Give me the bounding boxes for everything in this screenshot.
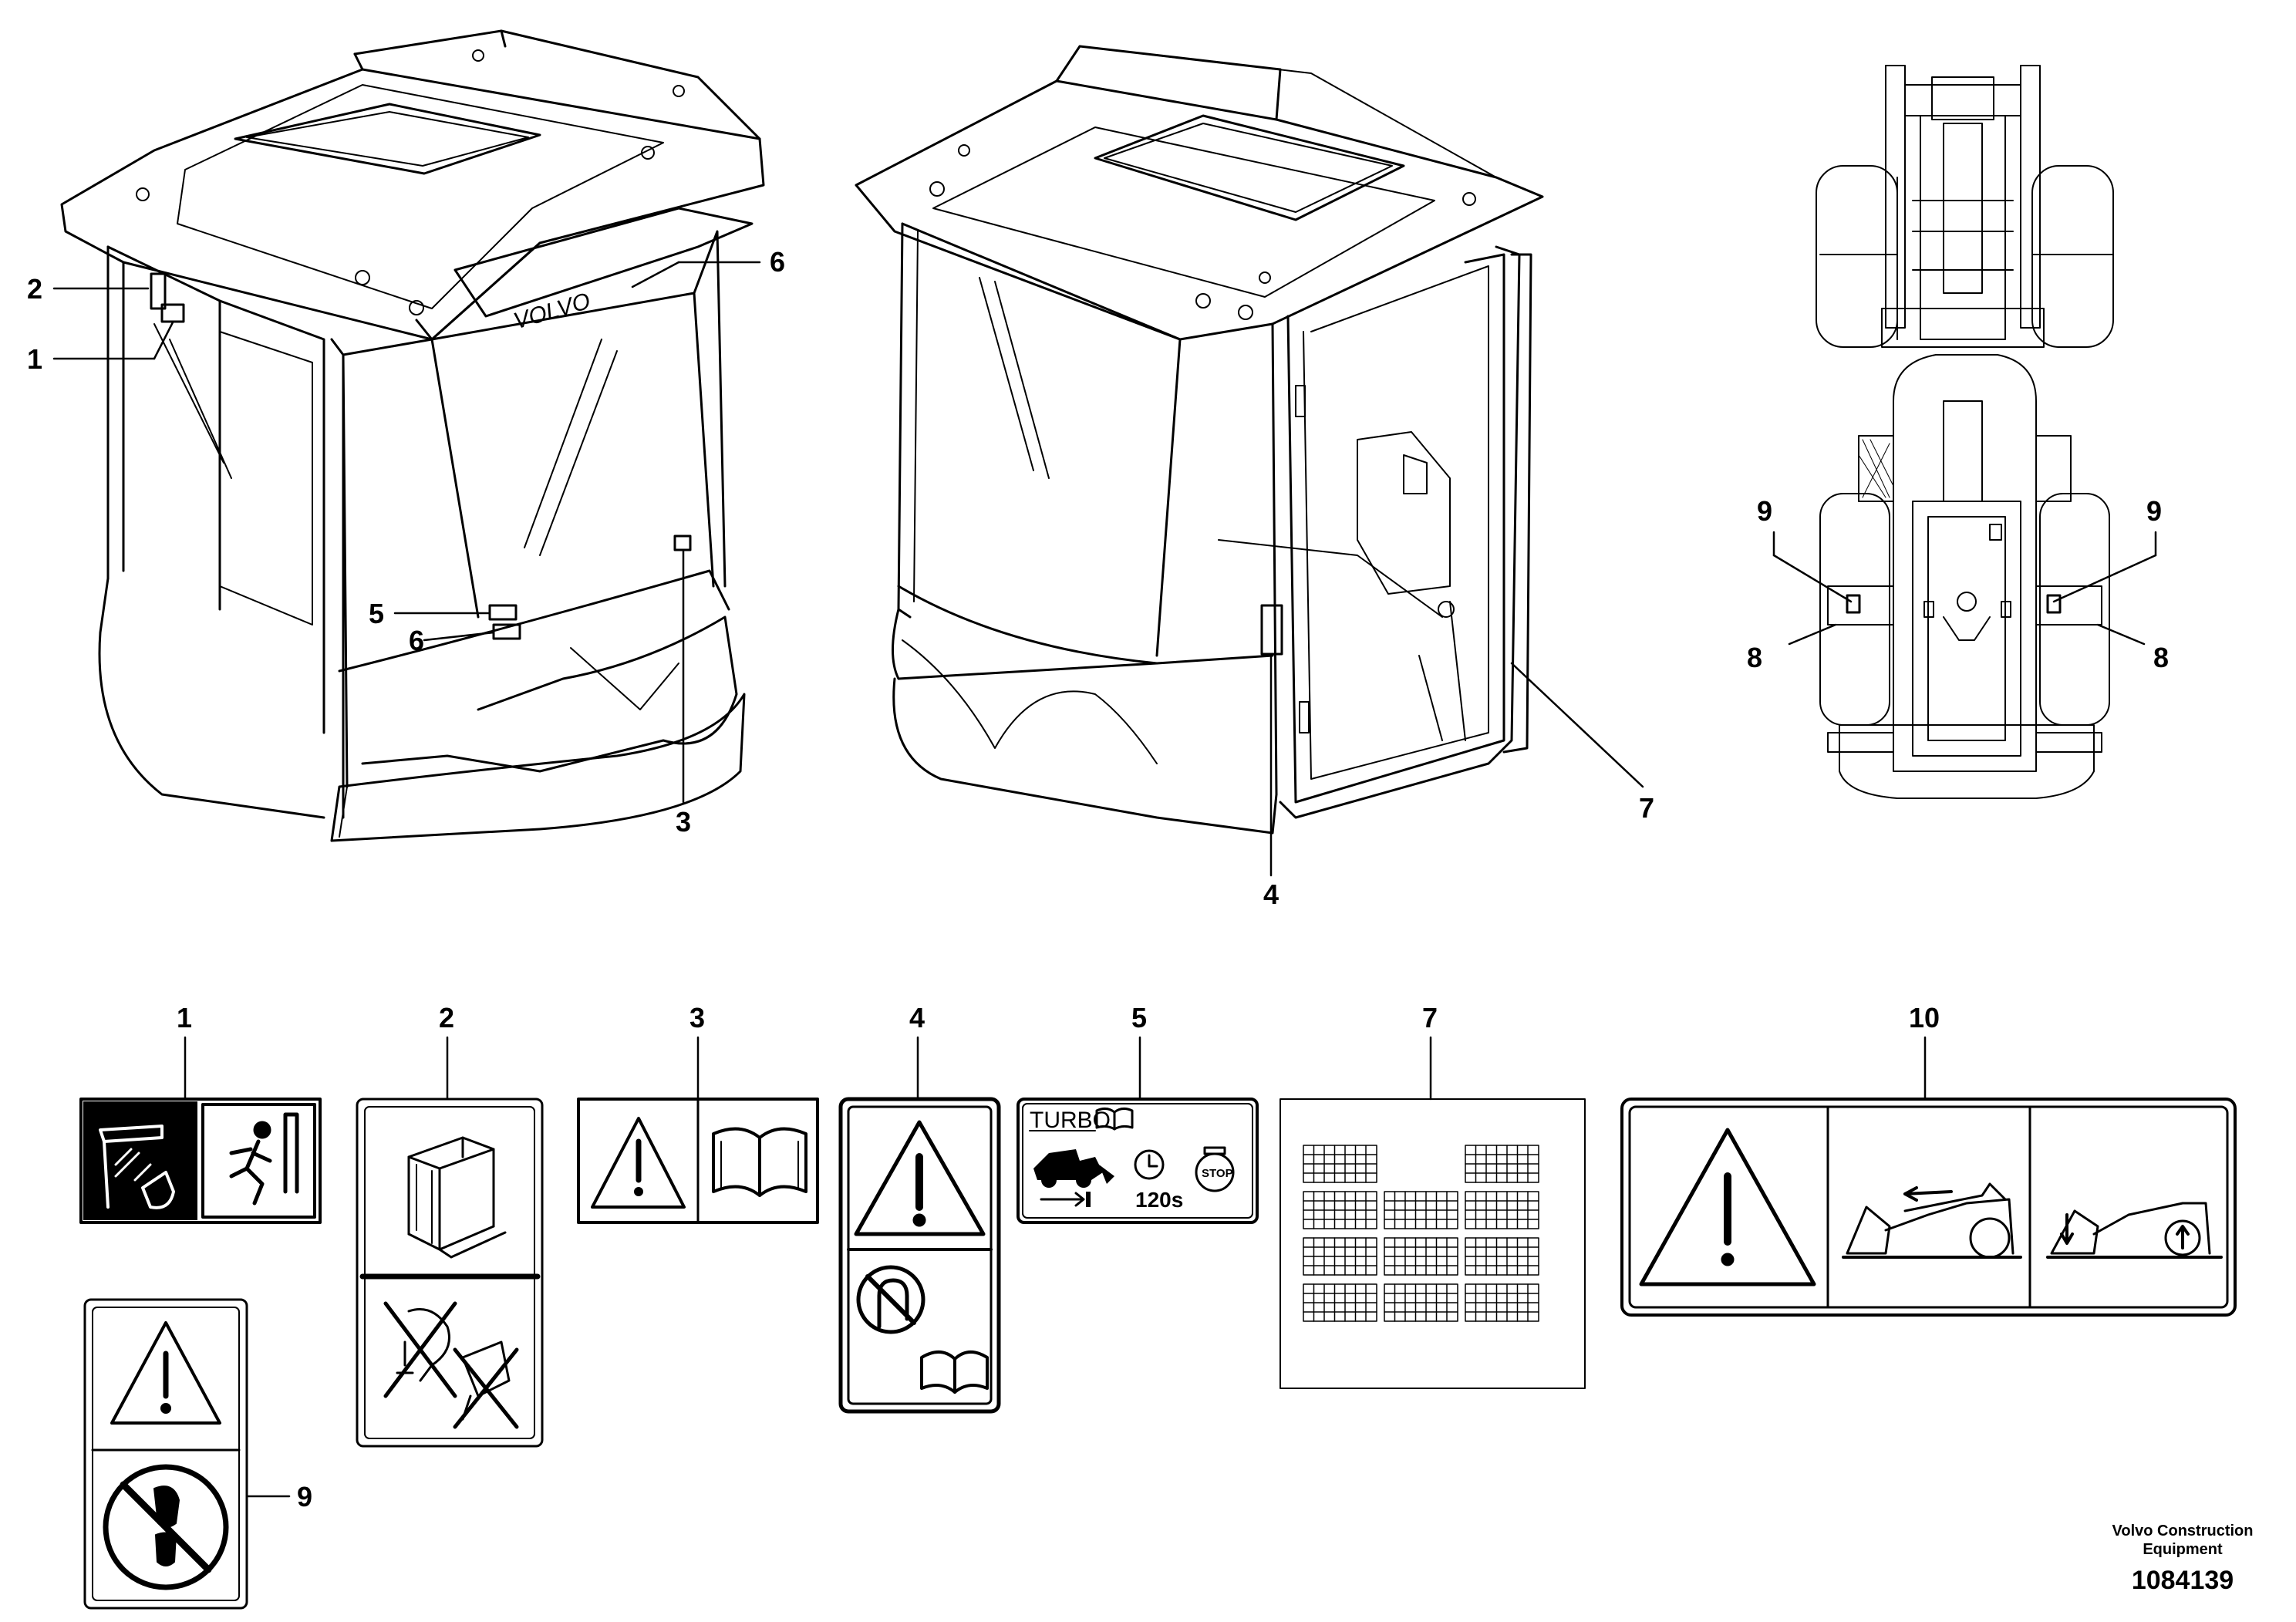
warning-triangle-icon: [110, 1321, 221, 1425]
fender-right: [2035, 585, 2102, 626]
label-table: [1303, 1191, 1377, 1229]
bucket-roll-back-icon: [1842, 1182, 2022, 1259]
decal5-turbo-label: TURBO: [1030, 1108, 1111, 1133]
callout-2: 2: [27, 273, 42, 305]
callout-1-bottom: 1: [177, 1002, 192, 1034]
footer-drawing-number: 1084139: [2131, 1566, 2234, 1595]
decal5-time-label: 120s: [1135, 1188, 1183, 1212]
fender-left: [1827, 585, 1894, 626]
decal5-stop-label: STOP: [1202, 1167, 1233, 1180]
label-table: [1465, 1191, 1539, 1229]
callout-8-left: 8: [1747, 642, 1762, 673]
no-step-icon: [103, 1464, 229, 1590]
footer-company: Volvo Construction Equipment: [2112, 1523, 2254, 1558]
decal-marker-2: [150, 272, 167, 310]
manual-book-icon: [920, 1351, 989, 1394]
decal-9: [83, 1298, 248, 1610]
bucket-lower-icon: [2046, 1202, 2223, 1259]
decal-4: [838, 1097, 1001, 1414]
no-drilling-icon: [453, 1340, 519, 1429]
label-table: [1384, 1237, 1458, 1276]
decal-3: [577, 1098, 819, 1224]
cab-front-view: VOLVO: [60, 29, 765, 842]
decal-marker-5: [488, 604, 518, 621]
callout-6: 6: [770, 246, 785, 278]
warning-triangle-icon: [854, 1120, 986, 1236]
label-table: [1465, 1237, 1539, 1276]
leader-lines: [52, 261, 2157, 1498]
decal-marker-4: [1260, 604, 1283, 656]
callout-7: 7: [1639, 792, 1654, 824]
callout-2-bottom: 2: [439, 1002, 454, 1034]
manual-book-icon: [1095, 1107, 1134, 1131]
callout-10-bottom: 10: [1909, 1002, 1940, 1034]
callout-4-bottom: 4: [909, 1002, 925, 1034]
callout-9-bottom: 9: [297, 1481, 312, 1512]
callout-5-bottom: 5: [1131, 1002, 1147, 1034]
callout-7-bottom: 7: [1422, 1002, 1438, 1034]
rops-frame-icon: [407, 1136, 507, 1259]
warning-triangle-icon: [1639, 1128, 1816, 1286]
machine-top-view: [1816, 65, 2114, 799]
decal-10: [1620, 1098, 2237, 1317]
label-table: [1303, 1145, 1377, 1183]
warning-triangle-icon: [591, 1117, 686, 1209]
label-table: [1303, 1283, 1377, 1322]
decal-2: [356, 1098, 544, 1448]
no-welding-icon: [383, 1301, 457, 1398]
callout-5: 5: [369, 598, 384, 629]
decal-5: TURBO 120s STOP: [1017, 1098, 1259, 1224]
clock-icon: [1134, 1149, 1165, 1180]
manual-book-icon: [712, 1127, 807, 1197]
label-table: [1384, 1283, 1458, 1322]
callout-4: 4: [1263, 878, 1279, 910]
roof-bolts: [136, 49, 685, 315]
label-table: [1384, 1191, 1458, 1229]
decal-1: [79, 1098, 322, 1224]
cab-rear-view: [855, 45, 1544, 835]
callout-6b: 6: [409, 625, 424, 656]
hammer-glass-icon: [99, 1125, 175, 1209]
emergency-exit-icon: [229, 1112, 299, 1206]
decal-marker-9-left: [1846, 594, 1861, 614]
callout-numbers: 2 1 6 5 6 3 4 7 9 8 9 8 1 2 3 4 5 7 10 9: [27, 246, 2169, 1512]
stop-icon: STOP: [1195, 1146, 1235, 1192]
wheel-loader-icon: [1033, 1149, 1114, 1207]
callout-9-right: 9: [2146, 495, 2162, 527]
callout-1: 1: [27, 343, 42, 375]
label-table: [1465, 1145, 1539, 1183]
callout-9-left: 9: [1757, 495, 1772, 527]
decal-marker-9-right: [2046, 594, 2062, 614]
label-table: [1303, 1237, 1377, 1276]
callout-3: 3: [676, 806, 691, 838]
decal-7: [1279, 1098, 1586, 1389]
callout-3-bottom: 3: [689, 1002, 705, 1034]
no-u-turn-icon: [856, 1265, 925, 1334]
label-table: [1465, 1283, 1539, 1322]
decal-marker-3: [673, 534, 692, 551]
callout-8-right: 8: [2153, 642, 2169, 673]
rear-roof-bolts: [929, 144, 1476, 320]
